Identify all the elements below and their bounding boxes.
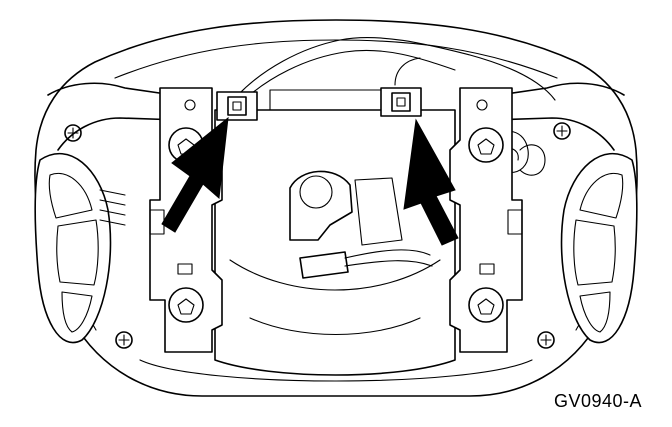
upper-right-screw [553, 122, 571, 140]
column-boss [289, 170, 353, 241]
left-pointer-arrow [161, 116, 229, 233]
wire-harness [237, 37, 556, 101]
right-control-pad [519, 144, 638, 344]
left-airbag-bracket [149, 87, 223, 353]
left-retaining-clip [216, 91, 258, 121]
central-hub [214, 109, 456, 376]
lower-left-screw [115, 331, 133, 349]
figure-code: GV0940-A [553, 391, 642, 411]
left-control-pad [34, 153, 126, 344]
lower-right-screw [537, 331, 555, 349]
right-airbag-bracket [449, 87, 523, 353]
right-retaining-clip [380, 87, 422, 117]
right-pointer-arrow [403, 118, 459, 246]
wiring-connector [299, 249, 433, 279]
upper-left-screw [64, 124, 82, 142]
